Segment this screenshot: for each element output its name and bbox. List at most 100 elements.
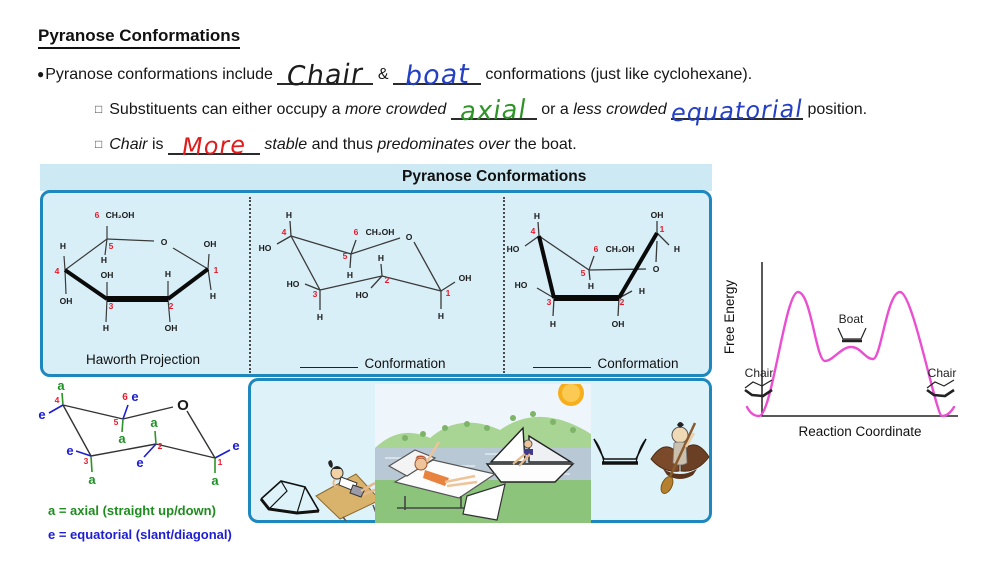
chair-glyph-right	[926, 379, 955, 398]
atom-label: OH	[60, 296, 73, 306]
chair-bonds	[276, 220, 456, 310]
atom-label: 5	[114, 417, 119, 427]
legend-axial: a = axial (straight up/down)	[48, 503, 216, 518]
atom-label: HO	[356, 290, 369, 300]
atom-label: O	[161, 237, 168, 247]
blank-more: More	[167, 130, 260, 162]
atom-label: CH₂OH	[106, 210, 135, 220]
blank-equatorial: equatorial	[671, 95, 804, 128]
atom-label: H	[165, 269, 171, 279]
paper-boat-partial	[462, 483, 506, 521]
atom-label: e	[38, 407, 45, 422]
atom-label: H	[286, 210, 292, 220]
b3-italic-2: stable	[264, 136, 308, 153]
atom-label: 5	[109, 241, 114, 251]
atom-label: a	[57, 378, 65, 393]
y-axis-label: Free Energy	[722, 279, 737, 355]
atom-label: OH	[612, 319, 625, 329]
atom-label: H	[317, 312, 323, 322]
haworth-bonds	[63, 226, 212, 323]
atom-label: 1	[218, 457, 223, 467]
atom-label: 5	[343, 251, 348, 261]
atom-label: H	[639, 286, 645, 296]
b2-mid: or a	[541, 101, 569, 118]
column-divider-1	[249, 197, 251, 373]
figure-heading-band	[40, 164, 712, 191]
atom-label: 2	[385, 275, 390, 285]
legend-equatorial: e = equatorial (slant/diagonal)	[48, 527, 232, 542]
atom-label: 6	[594, 244, 599, 254]
atom-label: HO	[287, 279, 300, 289]
atom-label: H	[588, 281, 594, 291]
haworth-bold-bonds	[63, 267, 210, 302]
b1-pre: Pyranose conformations include	[45, 66, 273, 83]
atom-label: H	[210, 291, 216, 301]
b2-pre: Substituents can either occupy a	[109, 101, 341, 118]
atom-label: H	[438, 311, 444, 321]
atom-label: OH	[459, 273, 472, 283]
haworth-caption: Haworth Projection	[85, 352, 201, 367]
atom-label: 3	[313, 289, 318, 299]
handwritten-axial: axial	[459, 94, 528, 128]
atom-label: H	[347, 270, 353, 280]
b3-italic-1: Chair	[109, 136, 148, 153]
ae-ring-bonds	[62, 404, 216, 459]
page-title: Pyranose Conformations	[38, 26, 241, 49]
graph-point-label: Chair	[928, 366, 957, 380]
paper-boat-with-man	[485, 426, 575, 483]
atom-label: 4	[55, 395, 60, 405]
bullet-icon: ●	[37, 67, 45, 81]
chair-caption: Conformation	[246, 356, 500, 371]
bullet-line-1: ●Pyranose conformations include Chair & …	[37, 59, 987, 93]
atom-label: 6	[95, 210, 100, 220]
atom-label: OH	[165, 323, 178, 333]
atom-label: a	[88, 472, 96, 487]
atom-label: 1	[446, 288, 451, 298]
atom-label: O	[177, 397, 189, 414]
atom-label: 2	[158, 441, 163, 451]
atom-label: H	[103, 323, 109, 333]
atom-label: a	[211, 473, 219, 488]
analogy-box	[248, 378, 712, 523]
boat-skeleton-drawing	[593, 438, 647, 465]
atom-label: CH₂OH	[366, 227, 395, 237]
ae-axial-bonds	[61, 392, 216, 473]
graph-point-label: Boat	[839, 312, 864, 326]
atom-label: H	[550, 319, 556, 329]
ae-equatorial-bonds	[48, 404, 231, 459]
b2-italic-1: more crowded	[344, 101, 447, 118]
energy-curve	[745, 290, 956, 418]
handwritten-more: More	[181, 130, 247, 162]
atom-label: O	[406, 232, 413, 242]
atom-label: e	[66, 443, 73, 458]
chair-skeleton-drawing	[259, 480, 320, 515]
chair-caption-blank	[300, 356, 359, 368]
girl-on-lounge-chair-cartoon	[315, 460, 381, 521]
bullet-line-3: □Chair is More stable and thus predomina…	[95, 130, 985, 162]
atom-label: e	[232, 438, 239, 453]
atom-label: 2	[620, 297, 625, 307]
figure-heading: Pyranose Conformations	[402, 168, 587, 185]
b1-amp: &	[377, 66, 389, 83]
atom-label: HO	[515, 280, 528, 290]
atom-label: OH	[204, 239, 217, 249]
hill-bushes	[402, 411, 576, 441]
column-divider-2	[503, 197, 505, 373]
b3-italic-3: predominates over	[377, 136, 510, 153]
atom-label: 2	[169, 301, 174, 311]
boat-bold-bonds	[537, 231, 659, 301]
atom-label: 3	[109, 301, 114, 311]
atom-label: CH₂OH	[606, 244, 635, 254]
atom-label: OH	[101, 270, 114, 280]
person-rowing-boat-cartoon	[650, 422, 710, 494]
boat-caption-label: Conformation	[597, 356, 679, 371]
atom-label: a	[118, 431, 126, 446]
atom-label: 3	[84, 456, 89, 466]
boat-caption: Conformation	[500, 356, 712, 371]
atom-label: H	[378, 253, 384, 263]
